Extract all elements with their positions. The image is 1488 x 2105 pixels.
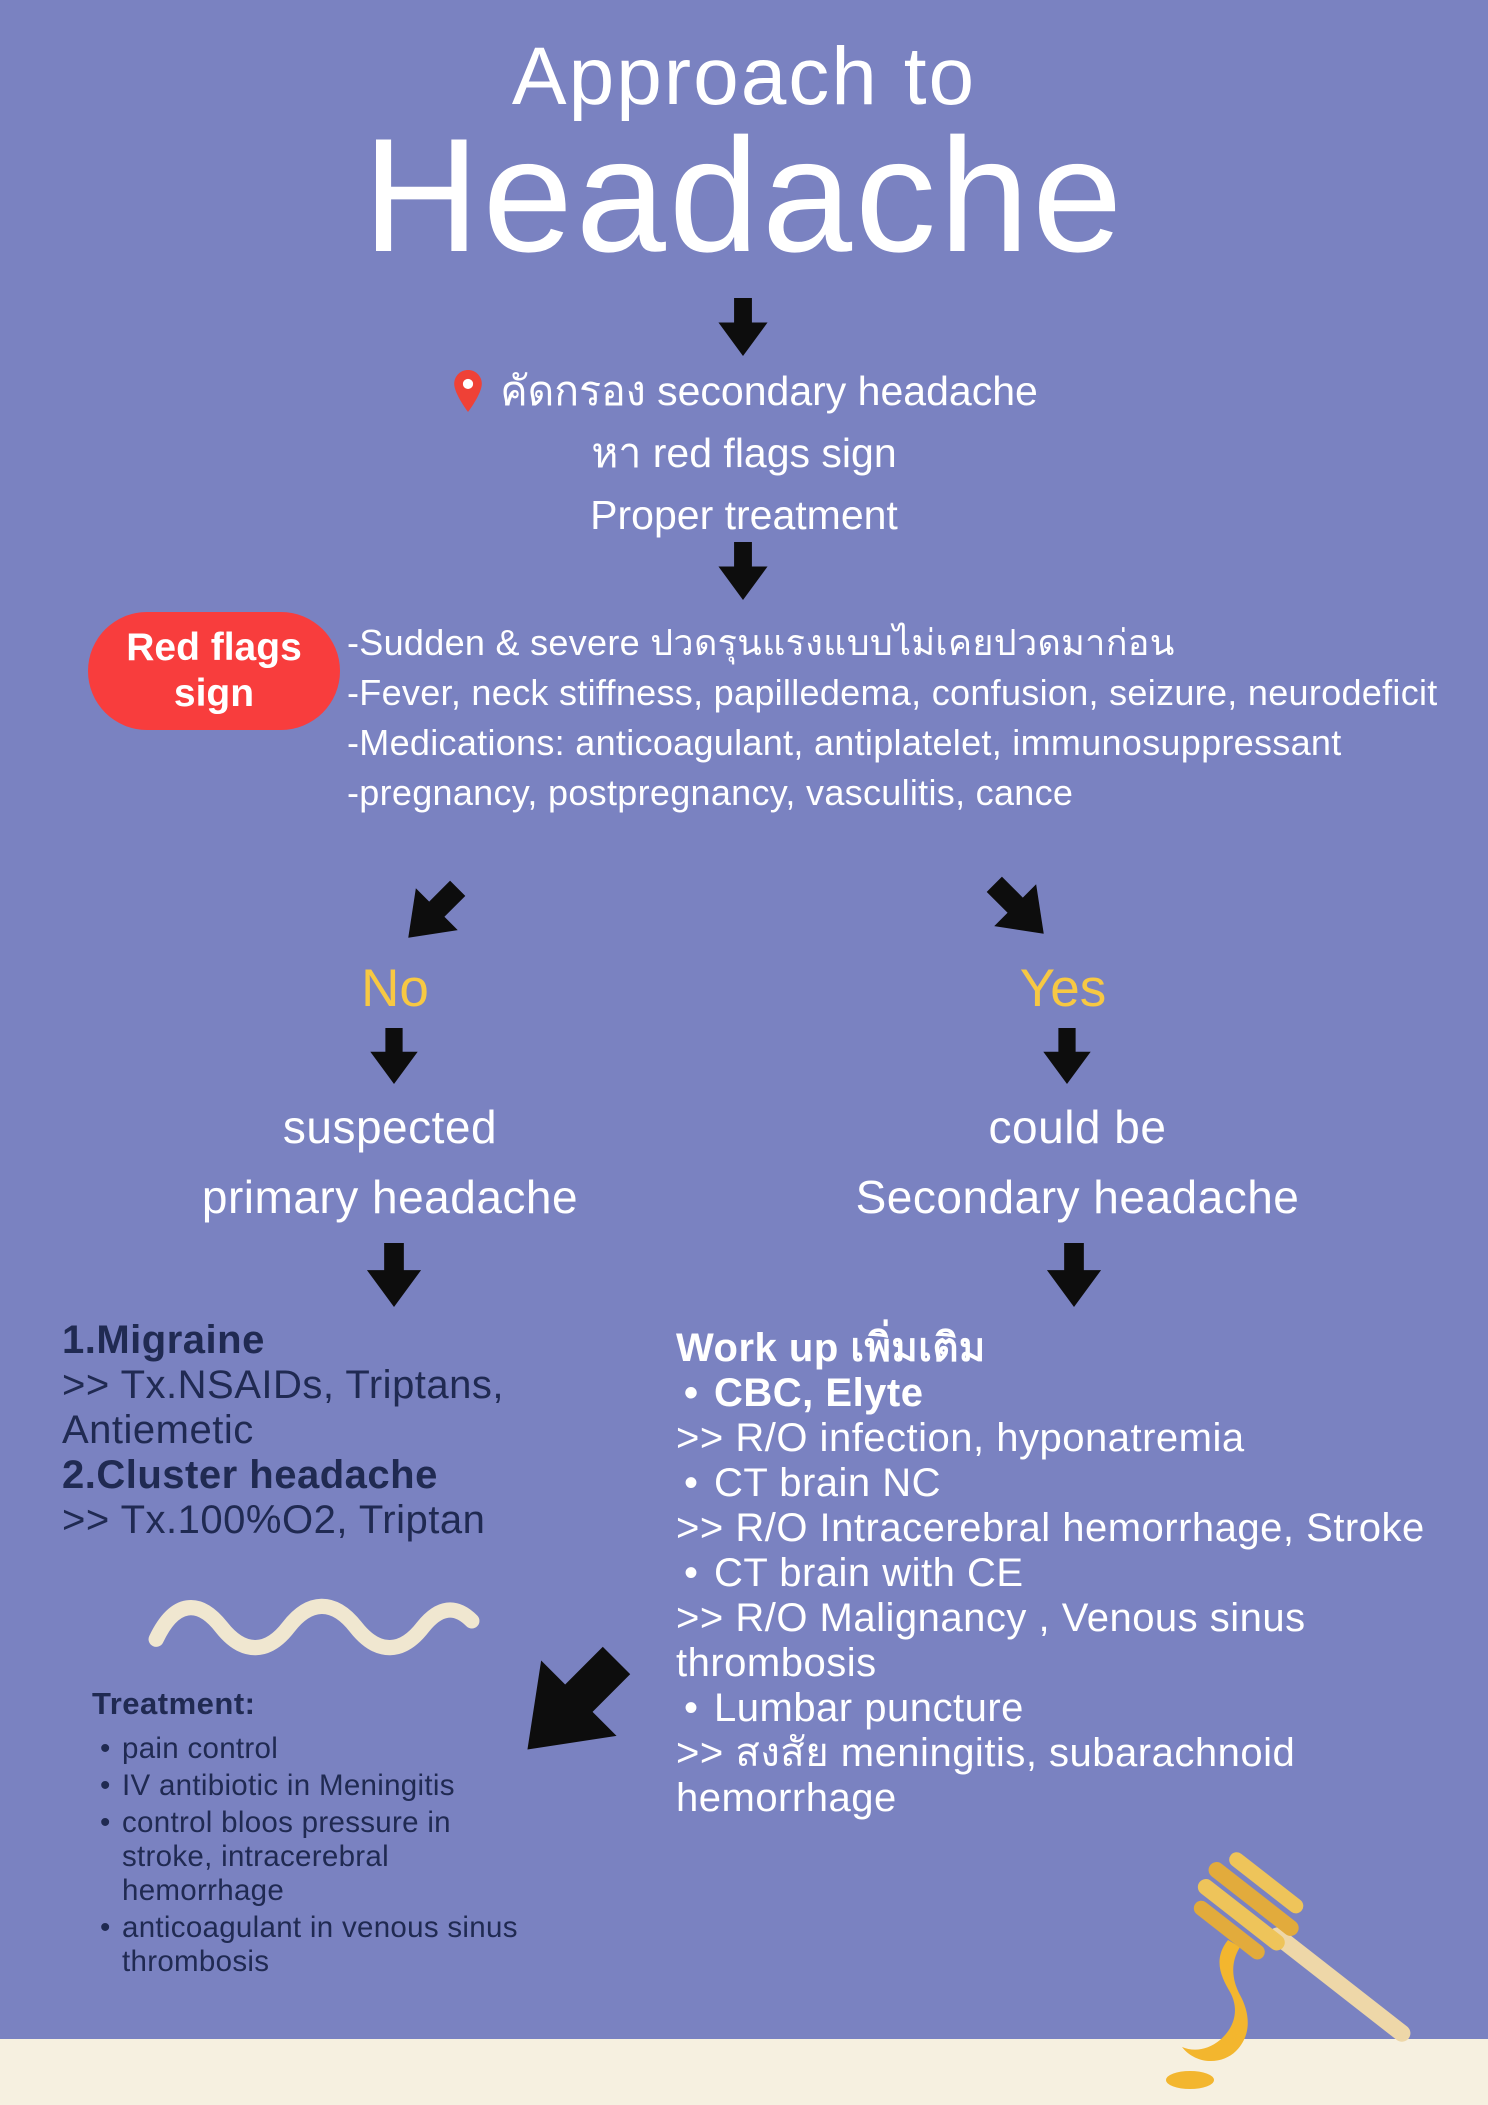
title-line-big: Headache [362,105,1126,286]
red-flag-item: -Sudden & severe ปวดรุนแรงแบบไม่เคยปวดมา… [347,622,1175,663]
screening-note: คัดกรอง secondary headache หา red flags … [0,360,1488,546]
honey-dipper-illustration [1166,1852,1411,2089]
treatment-title: Treatment: [92,1686,256,1721]
screening-text-1: คัดกรอง secondary headache [500,367,1038,414]
arrow-down-icon [370,1028,418,1084]
red-flags-badge: Red flags sign [88,612,340,730]
primary-headache-block: 1.Migraine >> Tx.NSAIDs, Triptans, Antie… [62,1318,640,1543]
branch-yes-label: Yes [1019,959,1107,1018]
secondary-heading-line-2: Secondary headache [855,1171,1300,1223]
workup-item: CT brain with CE [676,1551,1434,1596]
footer-strip [0,2039,1488,2105]
title-line-small: Approach to [511,31,977,122]
primary-heading-line-2: primary headache [201,1171,579,1223]
screening-line-1: คัดกรอง secondary headache [0,360,1488,422]
arrow-down-left-icon [408,880,466,938]
arrow-down-icon [366,1243,422,1307]
red-flag-item: -pregnancy, postpregnancy, vasculitis, c… [347,772,1074,813]
location-pin-icon [454,370,482,412]
treatment-item: control bloos pressure in stroke, intrac… [92,1806,522,1908]
arrow-down-left-icon [527,1646,631,1750]
primary-heading-line-1: suspected [282,1101,498,1153]
workup-block: Work up เพิ่มเติม CBC, Elyte >> R/O infe… [676,1326,1434,1821]
treatment-item: pain control [92,1732,522,1766]
treatment-item: IV antibiotic in Meningitis [92,1769,522,1803]
primary-line: >> Tx.100%O2, Triptan [62,1498,486,1542]
arrow-down-icon [1043,1028,1091,1084]
arrow-down-right-icon [986,876,1044,934]
workup-item: >> สงสัย meningitis, subarachnoid hemorr… [676,1731,1296,1820]
red-flags-list: -Sudden & severe ปวดรุนแรงแบบไม่เคยปวดมา… [347,618,1462,818]
primary-line: 2.Cluster headache [62,1453,438,1497]
screening-text-2: หา red flags sign [591,429,897,476]
branch-no-label: No [361,959,429,1018]
arrow-down-icon [718,542,768,600]
workup-item: >> R/O infection, hyponatremia [676,1416,1245,1460]
primary-line: >> Tx.NSAIDs, Triptans, Antiemetic [62,1363,505,1452]
treatment-item: anticoagulant in venous sinus thrombosis [92,1911,522,1979]
workup-item: CBC, Elyte [676,1371,1434,1416]
red-flag-item: -Fever, neck stiffness, papilledema, con… [347,672,1438,713]
workup-item: >> R/O Malignancy , Venous sinus thrombo… [676,1596,1306,1685]
primary-line: 1.Migraine [62,1318,265,1362]
screening-text-3: Proper treatment [590,491,898,538]
screening-line-2: หา red flags sign [0,422,1488,484]
red-flag-item: -Medications: anticoagulant, antiplatele… [347,722,1342,763]
workup-title: Work up เพิ่มเติม [676,1326,986,1370]
treatment-block: Treatment: pain control IV antibiotic in… [92,1686,522,1982]
workup-item: >> R/O Intracerebral hemorrhage, Stroke [676,1506,1425,1550]
workup-item: CT brain NC [676,1461,1434,1506]
treatment-list: pain control IV antibiotic in Meningitis… [92,1732,522,1979]
squiggle-divider [148,1598,480,1656]
primary-headache-heading: suspected primary headache [120,1092,660,1232]
secondary-heading-line-1: could be [988,1101,1167,1153]
secondary-headache-heading: could be Secondary headache [790,1092,1365,1232]
arrow-down-icon [1046,1243,1102,1307]
arrow-down-icon [718,298,768,356]
screening-line-3: Proper treatment [0,484,1488,546]
workup-item: Lumbar puncture [676,1686,1434,1731]
poster-title: Approach to Headache [0,30,1488,278]
